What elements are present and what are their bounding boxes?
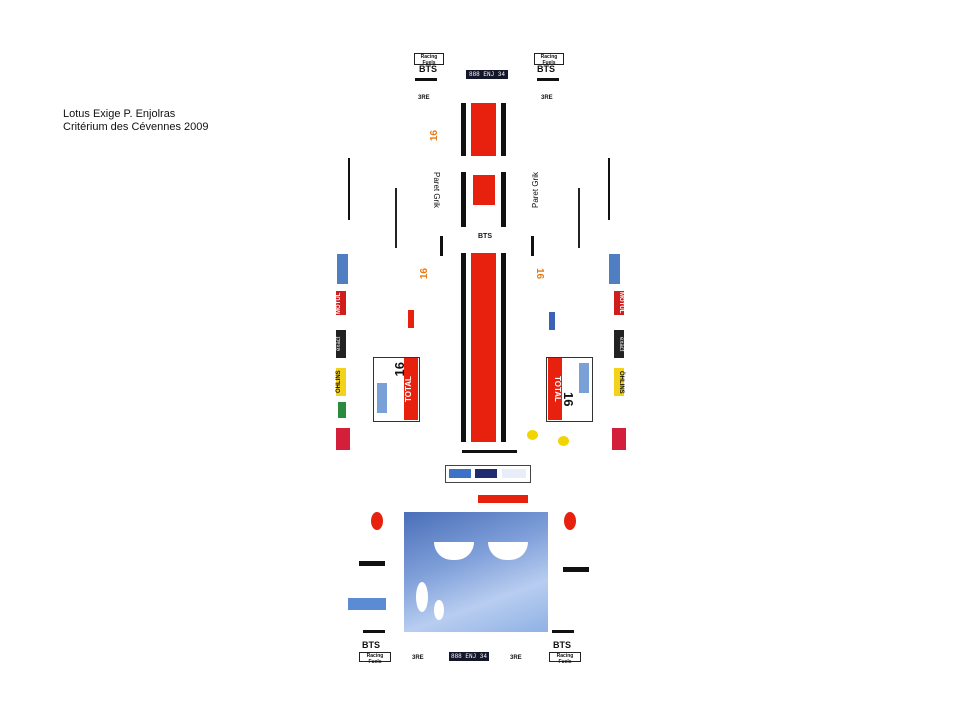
small-logo-left <box>408 310 414 328</box>
motul-logo-left: MOTUL <box>336 291 346 315</box>
title-event: Critérium des Cévennes 2009 <box>63 121 209 133</box>
panel-blue-right <box>579 363 589 393</box>
door-number-left: 16 <box>392 362 407 377</box>
exact-logo-left: exact <box>336 330 346 358</box>
sponsor-red-left <box>336 428 350 450</box>
sponsor-blue-right <box>609 254 620 284</box>
door-panel-right: TOTAL 16 <box>546 357 593 422</box>
sheet-title: Lotus Exige P. Enjolras Critérium des Cé… <box>63 108 209 134</box>
lower-red-right <box>564 512 576 530</box>
sponsor-blue-left <box>337 254 348 284</box>
script-logo-left <box>395 188 411 248</box>
driver-name-right: Paret Grik <box>531 172 540 209</box>
stripe-black-6 <box>501 253 506 442</box>
banner-logo-3 <box>502 469 526 478</box>
bts-logo-left: BTS <box>419 64 437 74</box>
roof-panel <box>404 512 548 632</box>
license-plate-top: 888 ENJ 34 <box>466 70 508 79</box>
banner-logo-2 <box>475 469 497 478</box>
3re-bottom-right: 3RE <box>510 655 522 661</box>
bts-logo-right: BTS <box>537 64 555 74</box>
lower-red-left <box>371 512 383 530</box>
racing-fuels-bottom-left: Racing Fuels <box>359 652 391 665</box>
bts-bottom-right: BTS <box>553 640 571 650</box>
small-logo-right <box>549 312 555 330</box>
stripe-black-5 <box>461 253 466 442</box>
door-number-right: 16 <box>561 392 576 407</box>
lower-logo-left <box>359 561 385 566</box>
3re-bottom-left: 3RE <box>412 655 424 661</box>
racing-fuels-bottom-right: Racing Fuels <box>549 652 581 665</box>
stripe-black-3 <box>461 172 466 227</box>
title-car: Lotus Exige P. Enjolras <box>63 108 176 120</box>
race-number-mid-left: 16 <box>419 268 430 280</box>
3re-logo-right: 3RE <box>541 95 553 101</box>
motul-logo-right: MOTUL <box>614 291 624 315</box>
race-number-mid-right: 16 <box>534 268 545 280</box>
pirelli-strip-left <box>415 78 437 81</box>
bts-bottom-left: BTS <box>362 640 380 650</box>
driver-name-left: Paret Grik <box>432 172 441 209</box>
roof-oval-left <box>416 582 428 612</box>
pirelli-side-left <box>440 236 443 256</box>
ohlins-logo-left: ÖHLINS <box>336 368 346 396</box>
roof-logo <box>478 495 528 503</box>
license-plate-bottom: 888 ENJ 34 <box>449 652 489 661</box>
sponsor-green-left <box>338 402 346 418</box>
pirelli-side-right <box>531 236 534 256</box>
stripe-black-2 <box>501 103 506 156</box>
stripe-red-2 <box>473 175 495 205</box>
url-strip <box>462 450 517 453</box>
door-panel-left: TOTAL 16 <box>373 357 420 422</box>
pirelli-strip-right <box>537 78 559 81</box>
side-text-right <box>608 158 610 220</box>
lower-logo-right <box>563 567 589 572</box>
yellow-sticker-right <box>558 436 569 446</box>
stripe-red-3 <box>471 253 496 442</box>
yellow-sticker-left <box>527 430 538 440</box>
roof-eye-right <box>488 542 528 560</box>
ohlins-logo-right: ÖHLINS <box>614 368 624 396</box>
race-number-top-left: 16 <box>429 130 440 142</box>
total-logo-right: TOTAL <box>548 358 562 420</box>
lower-photo-left <box>348 598 386 610</box>
racing-fuels-badge-right: Racing Fuels <box>534 53 564 66</box>
bts-center-logo: BTS <box>478 233 492 240</box>
stripe-black-1 <box>461 103 466 156</box>
roof-oval-mid <box>434 600 444 620</box>
sponsor-red-right <box>612 428 626 450</box>
pirelli-bottom-right <box>552 630 574 633</box>
sponsor-banner <box>445 465 531 483</box>
pirelli-bottom-left <box>363 630 385 633</box>
exact-logo-right: exact <box>614 330 624 358</box>
banner-logo-1 <box>449 469 471 478</box>
panel-blue-left <box>377 383 387 413</box>
script-logo-right <box>564 188 580 248</box>
racing-fuels-badge-left: Racing Fuels <box>414 53 444 66</box>
side-text-left <box>348 158 350 220</box>
3re-logo-left: 3RE <box>418 95 430 101</box>
roof-eye-left <box>434 542 474 560</box>
stripe-red-1 <box>471 103 496 156</box>
stripe-black-4 <box>501 172 506 227</box>
